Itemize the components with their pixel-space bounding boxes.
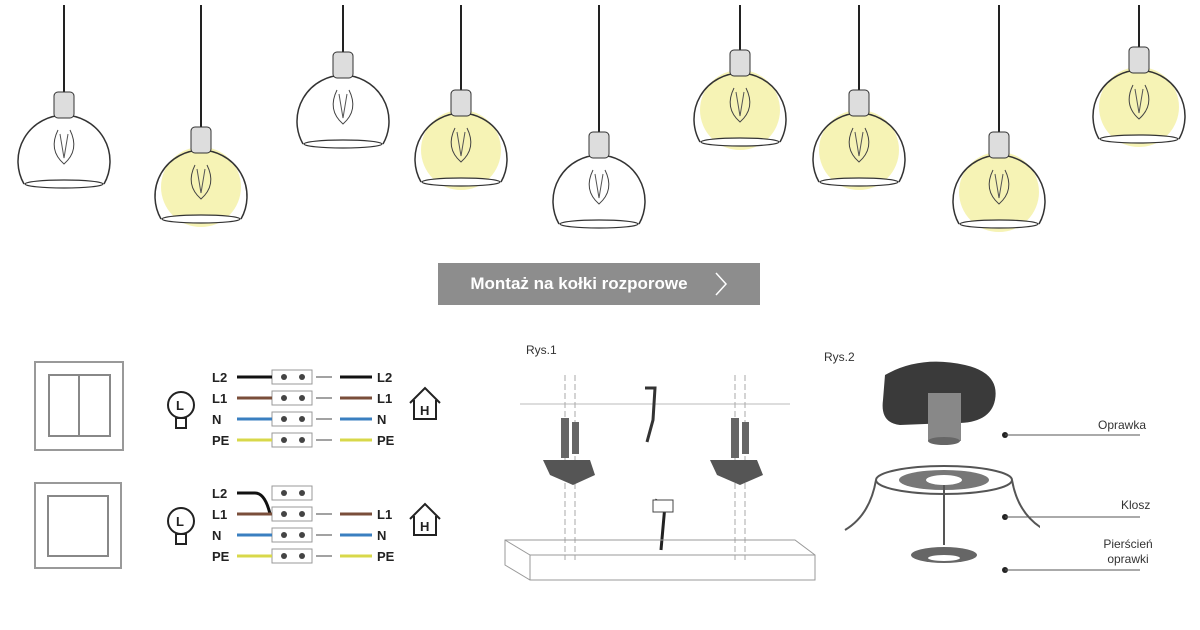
single-switch-icon bbox=[34, 482, 122, 569]
wire-label-left: L2 bbox=[212, 486, 227, 501]
chevron-right-icon bbox=[715, 272, 727, 296]
mounting-wall-plugs-button[interactable]: Montaż na kołki rozporowe bbox=[438, 263, 760, 305]
wire-label-left: N bbox=[212, 412, 221, 427]
wire-label-left: L1 bbox=[212, 507, 227, 522]
pendant-lamp bbox=[414, 5, 508, 190]
wire-label-left: L1 bbox=[212, 391, 227, 406]
double-switch-icon bbox=[34, 361, 124, 451]
wire-label-right: PE bbox=[377, 549, 395, 564]
wire-label-right: N bbox=[377, 528, 386, 543]
pendant-lamp bbox=[952, 5, 1046, 232]
pendant-lamp bbox=[1092, 5, 1186, 147]
pendant-lamps-illustration bbox=[17, 5, 1186, 232]
figure2-lamp-parts bbox=[844, 361, 1040, 563]
pendant-lamp bbox=[154, 5, 248, 227]
button-label: Montaż na kołki rozporowe bbox=[470, 274, 688, 293]
wire-label-right: L1 bbox=[377, 507, 392, 522]
figure2-leader-lines bbox=[1002, 432, 1140, 573]
pendant-lamp bbox=[552, 5, 646, 229]
house-icon bbox=[409, 386, 441, 420]
wire-label-left: PE bbox=[212, 433, 230, 448]
figure1-mounting-diagram bbox=[504, 375, 816, 581]
part-label-klosz: Klosz bbox=[1121, 498, 1151, 512]
wire-label-left: L2 bbox=[212, 370, 227, 385]
pendant-lamp bbox=[812, 5, 906, 190]
svg-text:L: L bbox=[176, 398, 184, 413]
part-label-ring: Pierścień oprawki bbox=[1103, 537, 1153, 566]
wire-label-left: PE bbox=[212, 549, 230, 564]
pendant-lamp bbox=[296, 5, 390, 149]
house-icon bbox=[409, 502, 441, 536]
pendant-lamp bbox=[17, 5, 111, 189]
wire-label-right: L2 bbox=[377, 370, 392, 385]
part-label-oprawka: Oprawka bbox=[1098, 418, 1147, 432]
svg-text:L: L bbox=[176, 514, 184, 529]
pendant-lamp bbox=[693, 5, 787, 150]
wire-label-right: L1 bbox=[377, 391, 392, 406]
wire-label-left: N bbox=[212, 528, 221, 543]
figure1-title: Rys.1 bbox=[526, 343, 557, 357]
svg-text:H: H bbox=[420, 403, 429, 418]
figure2-title: Rys.2 bbox=[824, 350, 855, 364]
wire-label-right: N bbox=[377, 412, 386, 427]
wire-label-right: PE bbox=[377, 433, 395, 448]
svg-text:H: H bbox=[420, 519, 429, 534]
